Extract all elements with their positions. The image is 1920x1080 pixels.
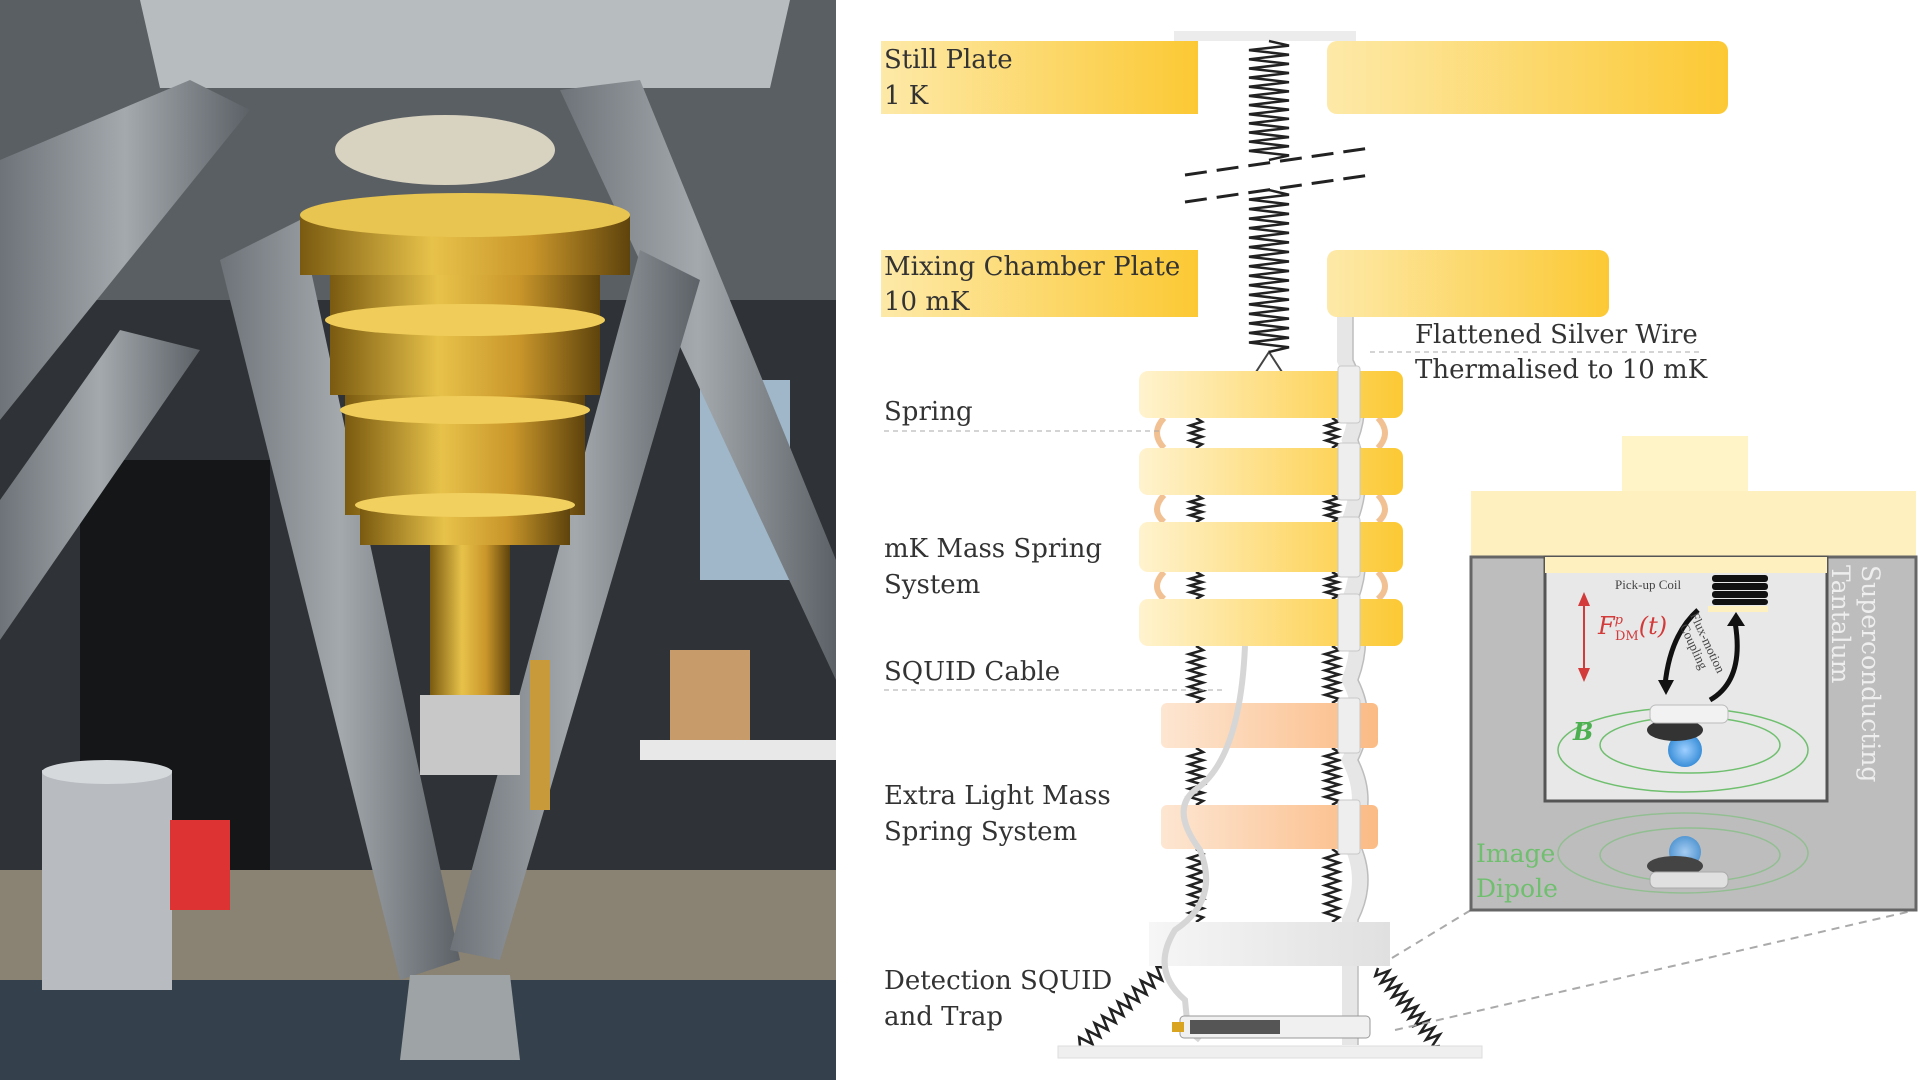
spring-icon bbox=[1077, 964, 1166, 1047]
still-plate-right bbox=[1327, 41, 1728, 114]
still-plate-left bbox=[881, 41, 1198, 114]
field-label: B bbox=[1572, 717, 1593, 746]
top-mount bbox=[1174, 31, 1356, 41]
squid-cable bbox=[1161, 645, 1248, 1043]
spring-icon bbox=[1185, 493, 1207, 524]
light-mass-plate-2 bbox=[1161, 805, 1378, 849]
spring-icon bbox=[1320, 644, 1344, 705]
spring-icon bbox=[1185, 416, 1207, 450]
base-plate bbox=[1057, 1045, 1483, 1059]
mass-plate-4 bbox=[1139, 599, 1403, 646]
spring-icon bbox=[1321, 416, 1343, 450]
spring-icon bbox=[1320, 746, 1344, 807]
copper-link bbox=[1154, 415, 1167, 602]
red-stool bbox=[170, 820, 230, 910]
still-plate-temp: 1 K bbox=[884, 81, 929, 111]
frame-beam bbox=[0, 80, 250, 420]
coupling-arrow-icon bbox=[1708, 621, 1740, 703]
mass-plate-2 bbox=[1139, 448, 1403, 495]
spring-icon bbox=[1321, 493, 1343, 524]
coupling-arrow-icon bbox=[1662, 608, 1700, 686]
tantalum-label: Superconducting Tantalum bbox=[1826, 565, 1885, 782]
spring-icon bbox=[1321, 570, 1343, 601]
frame-beam bbox=[0, 330, 200, 640]
beam-foot bbox=[400, 975, 520, 1060]
mk-mass-label: mK Mass Spring bbox=[884, 534, 1102, 564]
detection-label: Detection SQUID bbox=[884, 966, 1112, 996]
frame-beam bbox=[220, 220, 460, 980]
squid-cable-label: SQUID Cable bbox=[884, 657, 1060, 687]
detection-label-2: and Trap bbox=[884, 1002, 1003, 1032]
cardboard-box bbox=[670, 650, 750, 740]
magnet bbox=[1647, 719, 1703, 741]
image-dipole-label: Image bbox=[1476, 839, 1555, 868]
table bbox=[640, 740, 836, 760]
diagram: Still Plate 1 K Mixing Chamber Plate 10 … bbox=[836, 0, 1920, 1080]
silver-wire-label: Flattened Silver Wire bbox=[1415, 320, 1698, 350]
springs bbox=[1077, 39, 1444, 1049]
spring-icon bbox=[1320, 847, 1344, 924]
spring-icon bbox=[1185, 570, 1207, 601]
levitated-particle bbox=[1668, 733, 1702, 767]
mixing-plate-temp: 10 mK bbox=[884, 287, 970, 317]
force-arrow-icon bbox=[1578, 592, 1590, 682]
mk-mass-label-2: System bbox=[884, 570, 980, 600]
light-mass-plate-1 bbox=[1161, 703, 1378, 748]
image-dipole-label-2: Dipole bbox=[1476, 874, 1558, 903]
detection-plate bbox=[1149, 922, 1390, 966]
svg-text:Tantalum: Tantalum bbox=[1826, 565, 1855, 684]
mass-plate-3 bbox=[1139, 522, 1403, 572]
spring-icon bbox=[1248, 39, 1290, 162]
pickup-coil-icon bbox=[1708, 575, 1768, 612]
silver-wire-label-2: Thermalised to 10 mK bbox=[1415, 355, 1708, 385]
foil-cylinder bbox=[42, 770, 172, 990]
extra-light-label: Extra Light Mass bbox=[884, 781, 1111, 811]
mixing-plate-left bbox=[881, 250, 1198, 317]
mass-plate-1 bbox=[1139, 371, 1403, 418]
mixing-plate-label: Mixing Chamber Plate bbox=[884, 252, 1180, 282]
frame-beam bbox=[450, 250, 700, 960]
extra-light-label-2: Spring System bbox=[884, 817, 1077, 847]
svg-text:Superconducting: Superconducting bbox=[1856, 565, 1885, 782]
top-frame-plate bbox=[140, 0, 790, 88]
still-plate-label: Still Plate bbox=[884, 45, 1013, 75]
dilution-refrigerator bbox=[300, 115, 630, 810]
spring-label: Spring bbox=[884, 397, 973, 427]
spring-icon bbox=[1184, 644, 1208, 705]
mixing-plate-right bbox=[1327, 250, 1609, 317]
spring-icon bbox=[1373, 967, 1444, 1049]
spring-icon bbox=[1184, 746, 1208, 807]
pickup-coil-label: Pick-up Coil bbox=[1615, 577, 1681, 592]
copper-link bbox=[1375, 415, 1388, 602]
spring-icon bbox=[1248, 188, 1290, 354]
cryostat-photo bbox=[0, 0, 836, 1080]
